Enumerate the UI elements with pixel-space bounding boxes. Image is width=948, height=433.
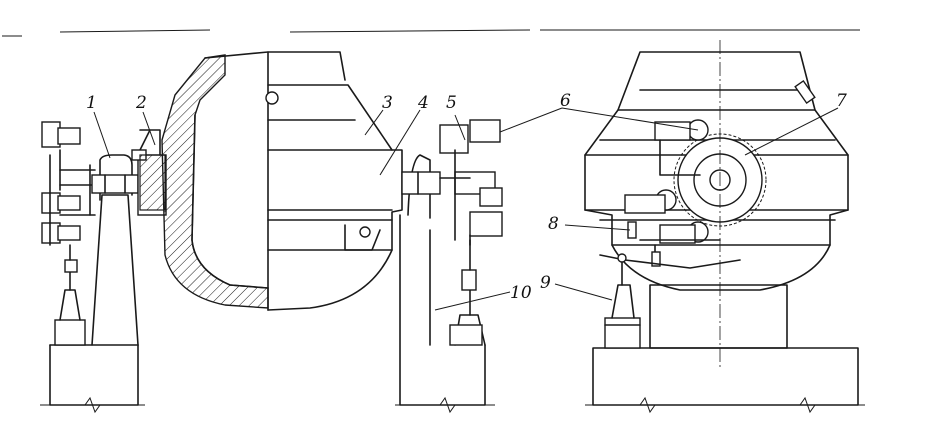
- callout-10: 10: [510, 283, 532, 303]
- vessel-front: [584, 51, 849, 291]
- front-view: [584, 40, 865, 414]
- callout-1: 1: [86, 93, 97, 113]
- callout-3: 3: [382, 93, 393, 113]
- left-support-column: [40, 121, 145, 414]
- leader-6: [499, 107, 699, 133]
- leader-5: [454, 114, 466, 141]
- callout-5: 5: [446, 93, 457, 113]
- front-base: [585, 259, 865, 414]
- leader-7: [744, 107, 839, 156]
- leader-1: [93, 111, 111, 159]
- callout-9: 9: [540, 273, 551, 293]
- leader-4: [379, 109, 421, 176]
- leader-2: [142, 111, 156, 146]
- callout-8: 8: [548, 214, 559, 234]
- callout-2: 2: [135, 93, 147, 113]
- leader-9: [554, 283, 613, 301]
- vessel-side-section: [131, 51, 403, 311]
- top-border-fragments: [2, 29, 860, 37]
- callout-7: 7: [836, 91, 847, 111]
- leader-8: [564, 224, 631, 231]
- right-support-column: [395, 119, 503, 414]
- leader-3: [364, 109, 384, 136]
- side-view: [40, 51, 503, 414]
- callout-4: 4: [417, 93, 429, 113]
- callout-6: 6: [560, 91, 571, 111]
- leader-10: [434, 291, 511, 311]
- callouts: 1 2 3 4 5 6 7 8 9 10: [86, 91, 847, 311]
